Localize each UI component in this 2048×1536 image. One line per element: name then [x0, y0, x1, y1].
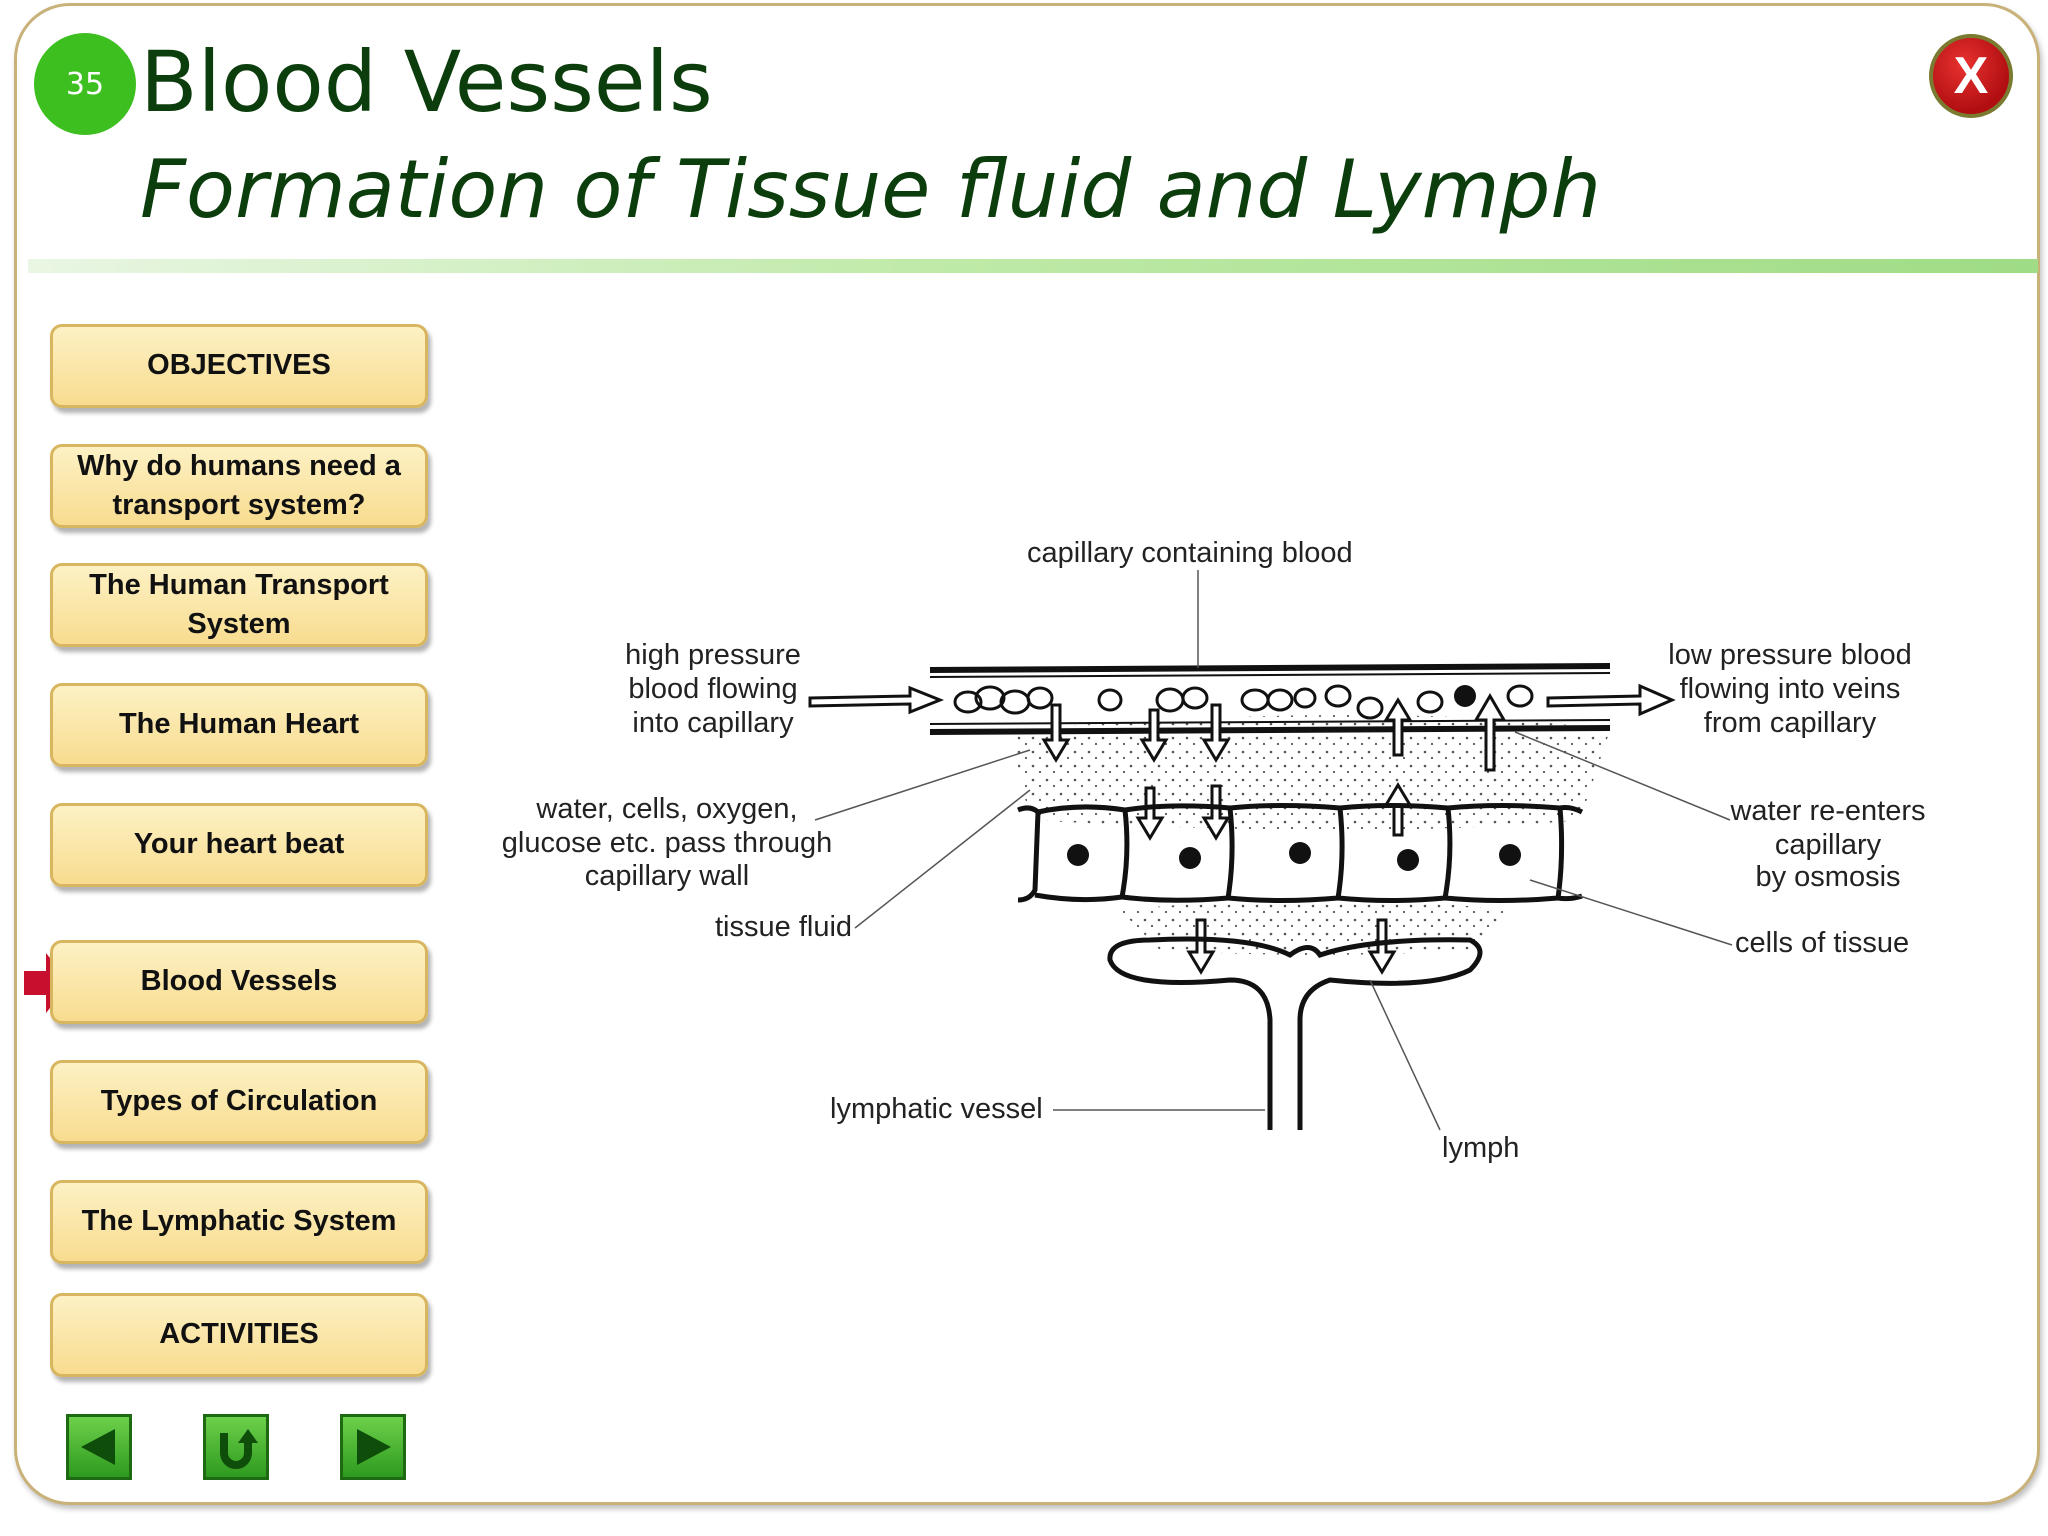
- low-pressure-label: low pressure blood flowing into veins fr…: [1668, 639, 1911, 739]
- lymphatic-vessel-label: lymphatic vessel: [830, 1093, 1043, 1125]
- forward-arrow-icon: [357, 1429, 391, 1465]
- nav-label: Blood Vessels: [140, 965, 338, 998]
- nav-human-heart-button[interactable]: The Human Heart: [50, 683, 428, 767]
- svg-text:water, cells, oxygen,: water, cells, oxygen,: [535, 793, 797, 825]
- nav-label: Your heart beat: [133, 828, 345, 861]
- water-cells-label: water, cells, oxygen, glucose etc. pass …: [502, 793, 832, 892]
- tissue-fluid-label: tissue fluid: [715, 911, 852, 943]
- nav-label: Types of Circulation: [100, 1085, 378, 1118]
- close-icon: X: [1953, 47, 1989, 105]
- svg-text:water re-enters: water re-enters: [1729, 795, 1925, 827]
- forward-button[interactable]: [340, 1414, 406, 1480]
- flow-out-arrow: [1546, 683, 1676, 717]
- flow-in-arrow: [808, 685, 945, 715]
- svg-text:high pressure: high pressure: [625, 639, 801, 671]
- nav-activities-button[interactable]: ACTIVITIES: [50, 1293, 428, 1377]
- svg-text:by osmosis: by osmosis: [1755, 861, 1900, 893]
- svg-text:capillary wall: capillary wall: [585, 860, 749, 892]
- nav-label: Why do humans need a transport system?: [77, 449, 401, 521]
- nav-label: The Human Heart: [118, 708, 360, 741]
- nav-label: The Lymphatic System: [81, 1205, 397, 1238]
- high-pressure-label: high pressure blood flowing into capilla…: [625, 639, 801, 739]
- nav-label: The Human Transport System: [89, 568, 389, 640]
- page-title: Blood Vessels: [140, 33, 713, 131]
- svg-text:blood flowing: blood flowing: [628, 673, 797, 705]
- nav-types-circulation-button[interactable]: Types of Circulation: [50, 1060, 428, 1144]
- svg-text:glucose etc. pass through: glucose etc. pass through: [502, 827, 832, 859]
- water-reenters-label: water re-enters capillary by osmosis: [1729, 795, 1925, 893]
- svg-text:from capillary: from capillary: [1704, 707, 1877, 739]
- svg-text:into capillary: into capillary: [632, 707, 794, 739]
- tissue-fluid-region: [1120, 900, 1510, 955]
- page-subtitle: Formation of Tissue fluid and Lymph: [140, 143, 1602, 236]
- slide-number-badge: 35: [34, 33, 136, 135]
- current-page-arrow-icon: [24, 953, 70, 1013]
- white-blood-cell: [1454, 685, 1476, 707]
- tissue-fluid-diagram: capillary containing blood high pressure…: [502, 537, 1926, 1164]
- nav-blood-vessels-button[interactable]: Blood Vessels: [50, 940, 428, 1024]
- fluid-arrows: [1041, 693, 1507, 975]
- svg-text:capillary: capillary: [1775, 829, 1882, 861]
- nav-label: ACTIVITIES: [159, 1318, 319, 1351]
- nav-human-transport-system-button[interactable]: The Human Transport System: [50, 563, 428, 647]
- nav-label: OBJECTIVES: [147, 349, 331, 382]
- return-button[interactable]: [203, 1414, 269, 1480]
- capillary-label: capillary containing blood: [1027, 537, 1353, 569]
- svg-text:low pressure blood: low pressure blood: [1668, 639, 1911, 671]
- nav-why-transport-button[interactable]: Why do humans need a transport system?: [50, 444, 428, 528]
- cell-nucleus: [1067, 842, 1521, 871]
- lymphatic-vessel: [1107, 936, 1483, 1130]
- nav-lymphatic-system-button[interactable]: The Lymphatic System: [50, 1180, 428, 1264]
- leader-lines: [814, 570, 1733, 1131]
- return-icon: [220, 1429, 258, 1469]
- nav-heart-beat-button[interactable]: Your heart beat: [50, 803, 428, 887]
- close-button[interactable]: X: [1929, 34, 2013, 118]
- nav-objectives-button[interactable]: OBJECTIVES: [50, 324, 428, 408]
- back-button[interactable]: [66, 1414, 132, 1480]
- back-arrow-icon: [81, 1429, 115, 1465]
- svg-text:flowing into veins: flowing into veins: [1680, 673, 1901, 705]
- header-divider: [28, 259, 2038, 273]
- cells-of-tissue-label: cells of tissue: [1735, 927, 1909, 959]
- blood-cells: [953, 684, 1534, 720]
- lymph-label: lymph: [1442, 1132, 1519, 1164]
